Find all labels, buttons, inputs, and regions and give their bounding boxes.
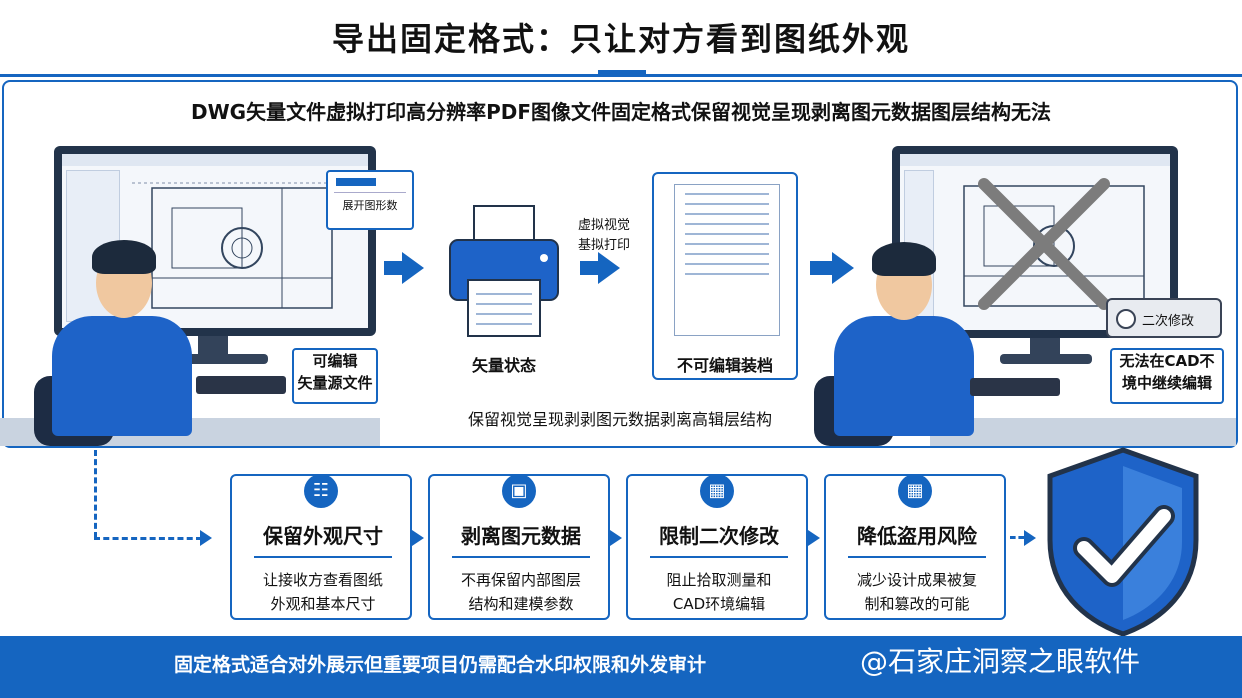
right-person-hair — [872, 242, 936, 276]
print-note: 虚拟视觉 基拟打印 — [572, 216, 636, 256]
pdf-document-icon — [674, 184, 780, 336]
left-person-body — [52, 316, 192, 436]
editable-source-label: 可编辑 矢量源文件 — [292, 348, 378, 404]
card-desc-line2: 结构和建模参数 — [468, 595, 574, 613]
right-monitor — [892, 146, 1178, 338]
ruler-icon: ☷ — [304, 474, 338, 508]
cad-toolbar — [62, 154, 368, 166]
card-strip-data: ▣ 剥离图元数据 不再保留内部图层 结构和建模参数 — [428, 474, 610, 620]
radio-icon — [1116, 309, 1136, 329]
card-title: 降低盗用风险 — [857, 524, 977, 548]
arrow-right-icon — [402, 252, 424, 284]
shield-check-icon — [1047, 447, 1199, 637]
cannot-edit-line1: 无法在CAD不 — [1119, 352, 1215, 370]
dashed-connector-vertical — [94, 450, 97, 538]
card-reduce-risk: ▦ 降低盗用风险 减少设计成果被复 制和篡改的可能 — [824, 474, 1006, 620]
right-keyboard — [970, 378, 1060, 396]
card-divider — [452, 556, 590, 558]
editable-label-line2: 矢量源文件 — [297, 374, 373, 392]
right-person-body — [834, 316, 974, 436]
printer-caption: 矢量状态 — [471, 356, 536, 375]
arrow-right-icon — [808, 530, 820, 546]
card-keep-appearance: ☷ 保留外观尺寸 让接收方查看图纸 外观和基本尺寸 — [230, 474, 412, 620]
left-monitor-stand — [198, 336, 228, 356]
card-desc-line1: 阻止拾取测量和 — [666, 571, 772, 589]
card-title: 限制二次修改 — [659, 524, 779, 548]
cad-popup: 展开图形数 — [326, 170, 414, 230]
arrow-1-shaft — [384, 261, 404, 275]
cannot-edit-label: 无法在CAD不 境中继续编辑 — [1110, 348, 1224, 404]
arrow-right-icon — [610, 530, 622, 546]
print-note-line1: 虚拟视觉 — [577, 218, 630, 233]
right-monitor-base — [1000, 354, 1092, 364]
edit-blocked-button[interactable]: 二次修改 — [1106, 298, 1222, 338]
doc-line — [685, 203, 769, 205]
left-person-hair — [92, 240, 156, 274]
locked-drawing — [963, 178, 1145, 310]
doc-line — [685, 243, 769, 245]
arrow-3-shaft — [810, 261, 834, 275]
footer-bar — [0, 636, 1242, 698]
doc-line — [685, 193, 769, 195]
right-monitor-stand — [1030, 338, 1060, 356]
popup-header-bar — [336, 178, 376, 186]
watermark-text: @石家庄洞察之眼软件 — [860, 645, 1141, 678]
card-desc-line2: CAD环境编辑 — [672, 595, 766, 613]
card-description: 阻止拾取测量和 CAD环境编辑 — [628, 568, 810, 616]
card-limit-edit: ▦ 限制二次修改 阻止拾取测量和 CAD环境编辑 — [626, 474, 808, 620]
card-description: 减少设计成果被复 制和篡改的可能 — [826, 568, 1008, 616]
process-note: 保留视觉呈现剥剥图元数据剥离高辑层结构 — [467, 410, 772, 429]
card-desc-line1: 让接收方查看图纸 — [262, 571, 383, 589]
card-divider — [848, 556, 986, 558]
card-description: 不再保留内部图层 结构和建模参数 — [430, 568, 612, 616]
calendar-icon: ▦ — [898, 474, 932, 508]
print-note-line2: 基拟打印 — [577, 238, 630, 253]
dashed-connector-short — [1010, 536, 1024, 539]
arrow-right-icon — [598, 252, 620, 284]
cad-toolbar — [900, 154, 1170, 166]
editable-label-line1: 可编辑 — [312, 352, 358, 370]
arrow-right-icon — [1024, 530, 1036, 546]
doc-line — [685, 263, 769, 265]
title-notch — [598, 70, 646, 76]
card-desc-line1: 减少设计成果被复 — [856, 571, 977, 589]
card-description: 让接收方查看图纸 外观和基本尺寸 — [232, 568, 414, 616]
doc-line — [685, 213, 769, 215]
card-divider — [254, 556, 392, 558]
arrow-right-icon — [200, 530, 212, 546]
doc-line — [685, 223, 769, 225]
right-desk — [930, 418, 1236, 446]
page-title: 导出固定格式：只让对方看到图纸外观 — [331, 20, 910, 58]
left-monitor-base — [168, 354, 268, 364]
document-caption: 不可编辑装档 — [676, 356, 773, 375]
layers-icon: ▣ — [502, 474, 536, 508]
popup-text: 展开图形数 — [334, 192, 406, 213]
card-desc-line1: 不再保留内部图层 — [460, 571, 581, 589]
arrow-right-icon — [412, 530, 424, 546]
doc-line — [685, 253, 769, 255]
card-desc-line2: 制和篡改的可能 — [864, 595, 970, 613]
footer-text: 固定格式适合对外展示但重要项目仍需配合水印权限和外发审计 — [173, 654, 706, 676]
process-subtitle: DWG矢量文件虚拟打印高分辨率PDF图像文件固定格式保留视觉呈现剥离图元数据图层… — [191, 100, 1051, 124]
edit-blocked-text: 二次修改 — [1142, 314, 1195, 329]
card-desc-line2: 外观和基本尺寸 — [270, 595, 376, 613]
card-divider — [650, 556, 788, 558]
floor-plan-drawing — [132, 182, 352, 309]
card-title: 保留外观尺寸 — [263, 524, 383, 548]
dashed-connector-horizontal — [94, 537, 202, 540]
doc-line — [685, 273, 769, 275]
arrow-right-icon — [832, 252, 854, 284]
card-title: 剥离图元数据 — [461, 524, 581, 548]
arrow-2-shaft — [580, 261, 600, 275]
doc-line — [685, 233, 769, 235]
left-keyboard — [196, 376, 286, 394]
printer-icon — [449, 205, 559, 337]
cube-icon: ▦ — [700, 474, 734, 508]
cannot-edit-line2: 境中继续编辑 — [1121, 374, 1212, 392]
